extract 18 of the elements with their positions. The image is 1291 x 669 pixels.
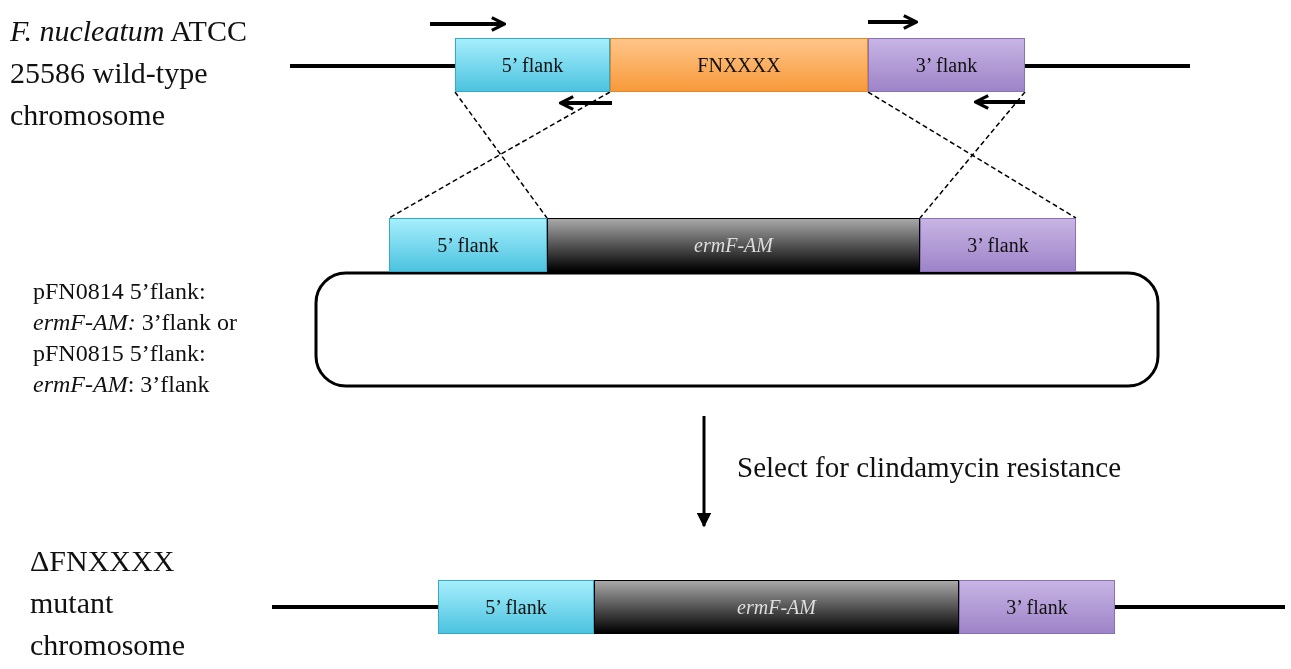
three-prime-flank-box: 3’ flank — [920, 218, 1076, 272]
five-prime-flank-box: 5’ flank — [389, 218, 547, 272]
crossover-line — [388, 91, 611, 219]
resistance-marker-box: ermF-AM — [547, 218, 920, 272]
crossover-line — [919, 91, 1026, 219]
chromosome-label: ΔFNXXXX mutant chromosome — [30, 543, 186, 663]
three-prime-flank-box: 3’ flank — [959, 580, 1115, 634]
plasmid-outline — [314, 271, 1160, 388]
resistance-marker-box: ermF-AM — [594, 580, 959, 634]
plasmid-label: pFN0814 5’flank: ermF-AM: 3’flank or pFN0815 5’flank: ermF-AM: 3’flank — [33, 277, 238, 399]
five-prime-flank-box: 5’ flank — [438, 580, 594, 634]
target-gene-box: FNXXXX — [610, 38, 868, 92]
crossover-line — [454, 91, 548, 219]
chromosome-label: F. nucleatum ATCC 25586 wild-type chromosome — [10, 13, 248, 133]
arrow — [696, 416, 712, 528]
crossover-line — [867, 91, 1077, 219]
five-prime-flank-box: 5’ flank — [455, 38, 610, 92]
three-prime-flank-box: 3’ flank — [868, 38, 1025, 92]
